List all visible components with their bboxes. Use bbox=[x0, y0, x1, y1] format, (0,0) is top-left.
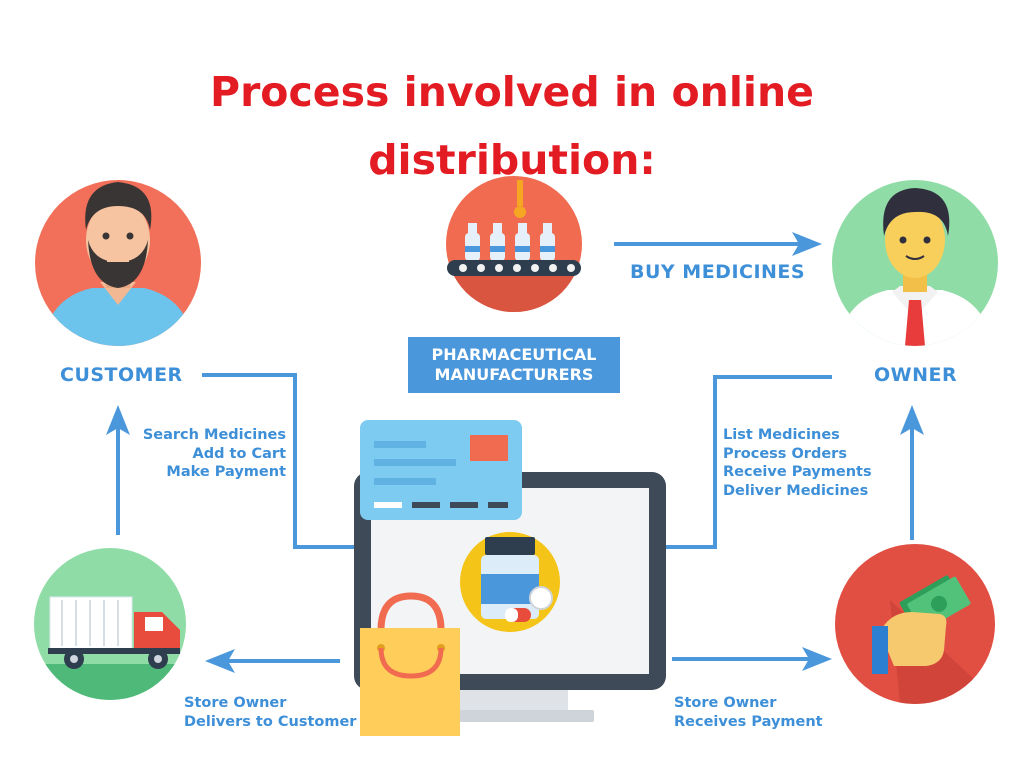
customer-actions-list: Search Medicines Add to Cart Make Paymen… bbox=[90, 426, 286, 482]
payment-caption-line: Receives Payment bbox=[674, 713, 823, 730]
owner-action: Process Orders bbox=[723, 445, 847, 462]
medicine-bottle-icon bbox=[460, 532, 560, 632]
customer-label: CUSTOMER bbox=[60, 364, 183, 386]
delivery-caption-line: Delivers to Customer bbox=[184, 713, 357, 730]
shopping-bag-icon bbox=[360, 592, 460, 736]
owner-action: List Medicines bbox=[723, 427, 840, 443]
credit-card-icon bbox=[360, 420, 522, 520]
businessman-avatar-icon bbox=[832, 180, 998, 346]
pharmaceutical-manufacturers-badge: PHARMACEUTICAL MANUFACTURERS bbox=[408, 337, 620, 393]
owner-actions-list: List Medicines Process Orders Receive Pa… bbox=[723, 426, 872, 500]
connector-arrows bbox=[106, 232, 924, 673]
payment-caption-line: Store Owner bbox=[674, 695, 777, 711]
arrowhead-truck-to-customer bbox=[106, 405, 130, 435]
customer-action: Make Payment bbox=[166, 464, 286, 480]
buy-medicines-label: BUY MEDICINES bbox=[630, 261, 806, 283]
owner-label: OWNER bbox=[874, 364, 958, 386]
hand-with-cash-icon bbox=[835, 544, 995, 704]
owner-action: Receive Payments bbox=[723, 464, 872, 480]
bearded-man-avatar-icon bbox=[35, 180, 201, 346]
delivery-caption: Store Owner Delivers to Customer bbox=[184, 694, 356, 731]
customer-action: Search Medicines bbox=[142, 427, 286, 443]
customer-action: Add to Cart bbox=[192, 445, 286, 462]
payment-caption: Store Owner Receives Payment bbox=[674, 694, 823, 731]
arrow-customer-to-computer bbox=[202, 373, 405, 549]
arrowhead-buy-medicines bbox=[792, 232, 822, 256]
manufacturers-line-1: PHARMACEUTICAL bbox=[431, 345, 597, 364]
medicine-bottle-conveyor-icon bbox=[446, 176, 582, 312]
manufacturers-line-2: MANUFACTURERS bbox=[434, 365, 594, 384]
arrowhead-payment-to-owner bbox=[900, 405, 924, 435]
delivery-truck-icon bbox=[34, 548, 186, 700]
page-title-line-1: Process involved in online bbox=[210, 68, 814, 116]
owner-action: Deliver Medicines bbox=[723, 482, 869, 499]
arrowhead-computer-to-payment bbox=[802, 647, 832, 671]
delivery-caption-line: Store Owner bbox=[184, 695, 287, 711]
arrowhead-computer-to-truck bbox=[205, 649, 235, 673]
page-title-line-2: distribution: bbox=[368, 136, 656, 184]
